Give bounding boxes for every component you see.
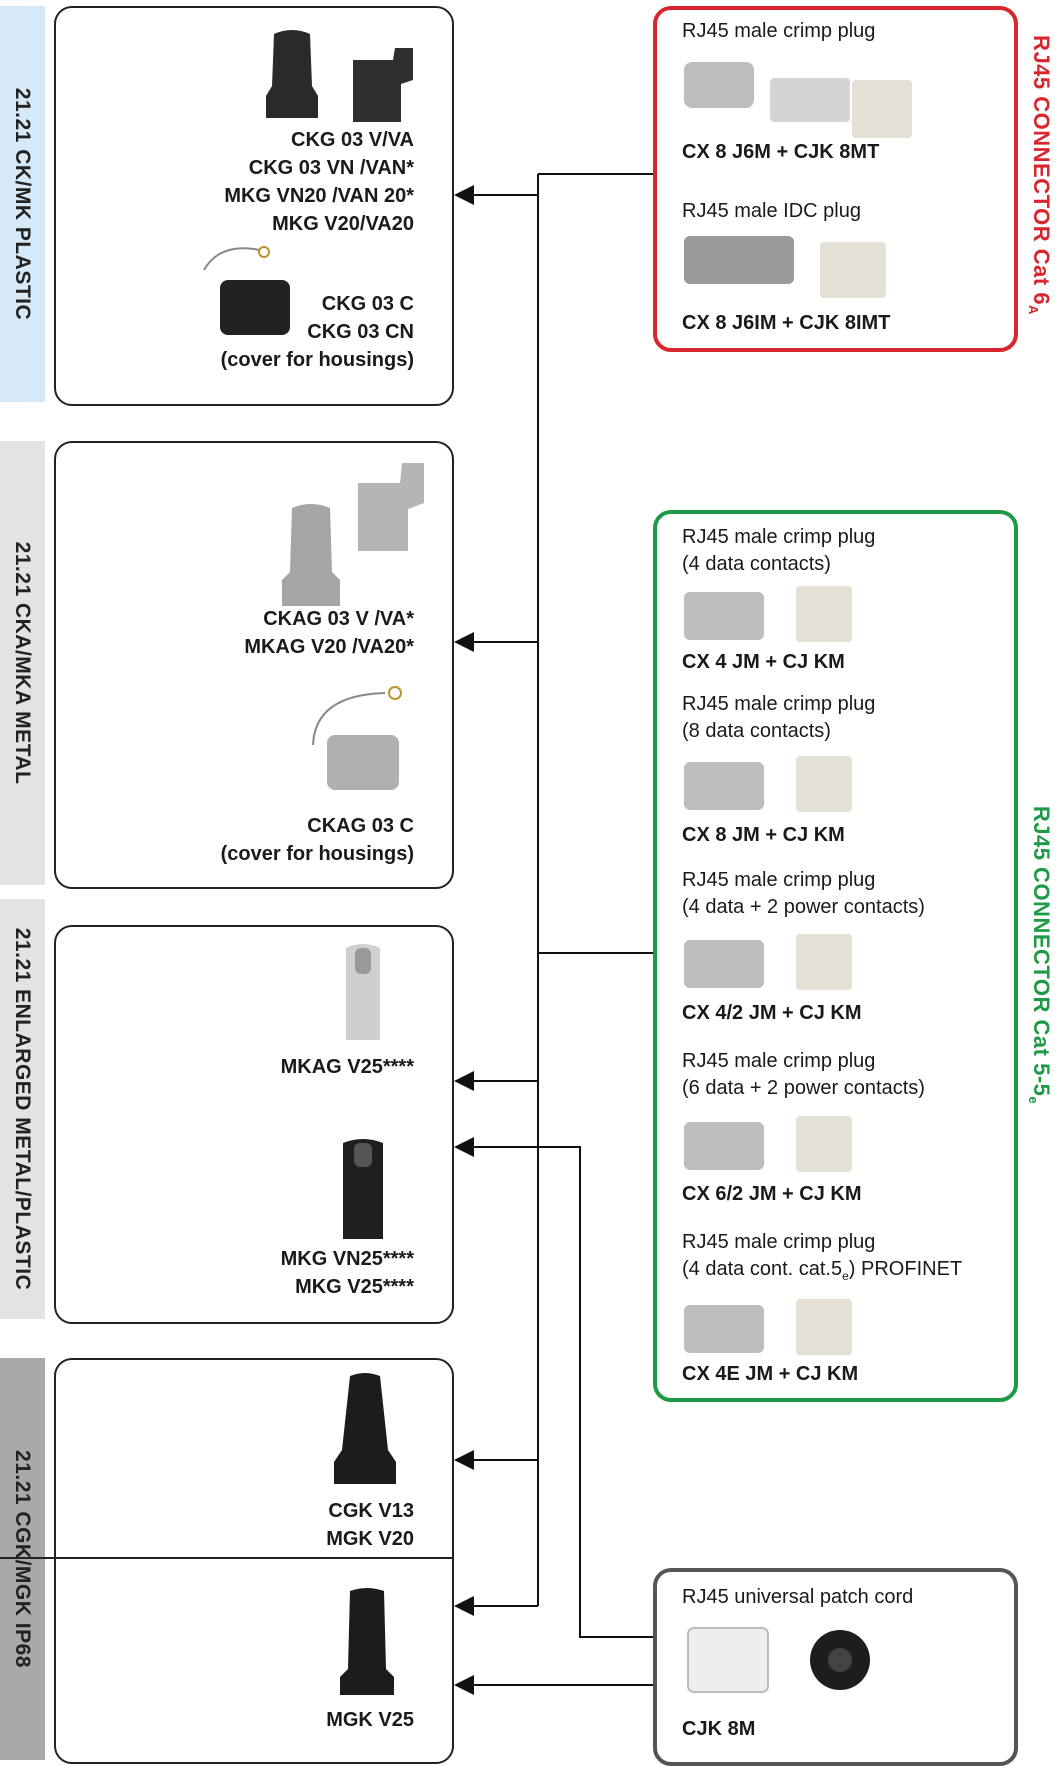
label-line: CKAG 03 V /VA*	[263, 608, 414, 630]
label-line: CKG 03 C	[321, 293, 414, 315]
label-line: (cover for housings)	[220, 349, 414, 371]
cat5-title-sub: e	[1025, 1096, 1041, 1105]
housing-cgk-v13-icon	[334, 1373, 396, 1484]
cat5-code-4: CX 6/2 JM + CJ KM	[682, 1183, 862, 1205]
patch-desc: RJ45 universal patch cord	[682, 1586, 914, 1608]
enlarged-metal-label: MKAG V25****	[280, 1056, 414, 1078]
label-line: MGK V20	[326, 1528, 414, 1550]
desc-line: RJ45 male crimp plug	[682, 869, 876, 891]
desc-line: (8 data contacts)	[682, 720, 831, 742]
plastic-main-labels: CKG 03 V/VA CKG 03 VN /VAN* MKG VN20 /VA…	[224, 126, 414, 238]
cat6a-desc-2: RJ45 male IDC plug	[682, 200, 861, 222]
tab-cgk-mgk-ip68: 21.21 CGK/MGK IP68	[0, 1358, 45, 1760]
tab-label: 21.21 CK/MK PLASTIC	[11, 87, 34, 321]
cat5-title: RJ45 CONNECTOR Cat 5-5e	[1026, 806, 1054, 1104]
desc-line: RJ45 male crimp plug	[682, 526, 876, 548]
desc-tail: ) PROFINET	[848, 1258, 963, 1280]
cat6a-title: RJ45 CONNECTOR Cat 6A	[1026, 35, 1054, 315]
desc-line: RJ45 male crimp plug	[682, 1050, 876, 1072]
plastic-cover-labels: CKG 03 C CKG 03 CN (cover for housings)	[221, 290, 414, 374]
cat5-code-2: CX 8 JM + CJ KM	[682, 824, 845, 846]
desc-line: RJ45 male crimp plug	[682, 1231, 876, 1253]
housing-enlarged-metal-icon	[346, 944, 380, 1040]
housing-hood-metal-icon	[282, 504, 340, 606]
enlarged-plastic-labels: MKG VN25**** MKG V25****	[281, 1245, 414, 1301]
desc-line: (6 data + 2 power contacts)	[682, 1077, 925, 1099]
label-line: CKAG 03 C	[307, 815, 414, 837]
label-line: CKG 03 VN /VAN*	[248, 157, 414, 179]
tab-ck-mk-plastic: 21.21 CK/MK PLASTIC	[0, 6, 45, 402]
tab-label: 21.21 CKA/MKA METAL	[11, 541, 34, 785]
rj45-idc-plug-icon	[684, 236, 886, 298]
housing-angled-metal-icon	[358, 463, 424, 551]
housing-cover-metal-icon	[312, 686, 402, 790]
label-line: MKAG V20 /VA20*	[244, 636, 414, 658]
box-cgk-mgk-ip68	[54, 1358, 454, 1764]
cat6a-code-2: CX 8 J6IM + CJK 8IMT	[682, 312, 891, 334]
tab-label: 21.21 CGK/MGK IP68	[11, 1450, 34, 1668]
label-line: CGK V13	[328, 1500, 414, 1522]
label-line: MKG V20/VA20	[272, 213, 414, 235]
label-line: MKG VN25****	[280, 1248, 414, 1270]
ip68-upper-labels: CGK V13 MGK V20	[326, 1497, 414, 1553]
tab-label: 21.21 ENLARGED METAL/PLASTIC	[11, 927, 34, 1291]
desc-line: (4 data cont. cat.5e) PROFINET	[682, 1256, 962, 1290]
cat6a-title-text: RJ45 CONNECTOR Cat 6	[1029, 35, 1055, 306]
rj45-plug-icon	[684, 1116, 852, 1172]
ip68-lower-label: MGK V25	[326, 1709, 414, 1731]
cat5-desc-3: RJ45 male crimp plug (4 data + 2 power c…	[682, 867, 925, 921]
tab-cka-mka-metal: 21.21 CKA/MKA METAL	[0, 441, 45, 885]
rj45-plug-icon	[684, 586, 852, 642]
rj45-plug-icon	[684, 1299, 852, 1355]
cat6a-code-1: CX 8 J6M + CJK 8MT	[682, 141, 880, 163]
label-line: CKG 03 CN	[307, 321, 414, 343]
desc-line: (4 data contacts)	[682, 553, 831, 575]
cat6a-title-sub: A	[1025, 305, 1041, 315]
desc-line: (4 data + 2 power contacts)	[682, 896, 925, 918]
label-line: MKG V25****	[295, 1276, 414, 1298]
cat5-desc-4: RJ45 male crimp plug (6 data + 2 power c…	[682, 1048, 925, 1102]
desc-text: (4 data cont. cat.5	[682, 1258, 843, 1280]
box-enlarged	[54, 925, 454, 1324]
label-line: MKG VN20 /VAN 20*	[224, 185, 414, 207]
housing-cover-plastic-icon	[203, 246, 290, 335]
arrow-enlarged-plastic	[454, 1137, 653, 1638]
metal-main-labels: CKAG 03 V /VA* MKAG V20 /VA20*	[244, 605, 414, 661]
label-line: CKG 03 V/VA	[291, 129, 414, 151]
cat5-title-text: RJ45 CONNECTOR Cat 5-5	[1029, 805, 1055, 1097]
cat5-code-3: CX 4/2 JM + CJ KM	[682, 1002, 862, 1024]
cat6a-desc-1: RJ45 male crimp plug	[682, 20, 876, 42]
rj45-plug-icon	[684, 62, 912, 138]
patch-code: CJK 8M	[682, 1718, 756, 1740]
desc-sub: e	[842, 1269, 849, 1283]
housing-angled-plastic-icon	[353, 48, 413, 122]
desc-line: RJ45 male crimp plug	[682, 693, 876, 715]
rj45-plug-icon	[684, 934, 852, 990]
tab-enlarged-metal-plastic: 21.21 ENLARGED METAL/PLASTIC	[0, 899, 45, 1319]
rj45-plug-icon	[684, 756, 852, 812]
ip68-divider	[0, 1557, 452, 1559]
cat5-code-1: CX 4 JM + CJ KM	[682, 651, 845, 673]
cat5-code-5: CX 4E JM + CJ KM	[682, 1363, 859, 1385]
cat5-desc-5: RJ45 male crimp plug (4 data cont. cat.5…	[682, 1229, 962, 1290]
patch-cord-icon	[687, 1627, 870, 1693]
housing-mgk-v25-icon	[340, 1588, 394, 1695]
label-line: (cover for housings)	[220, 843, 414, 865]
cat5-desc-1: RJ45 male crimp plug (4 data contacts)	[682, 524, 875, 578]
cat5-desc-2: RJ45 male crimp plug (8 data contacts)	[682, 691, 875, 745]
housing-enlarged-plastic-icon	[343, 1139, 383, 1239]
housing-hood-plastic-icon	[266, 30, 318, 118]
metal-cover-labels: CKAG 03 C (cover for housings)	[221, 812, 414, 868]
